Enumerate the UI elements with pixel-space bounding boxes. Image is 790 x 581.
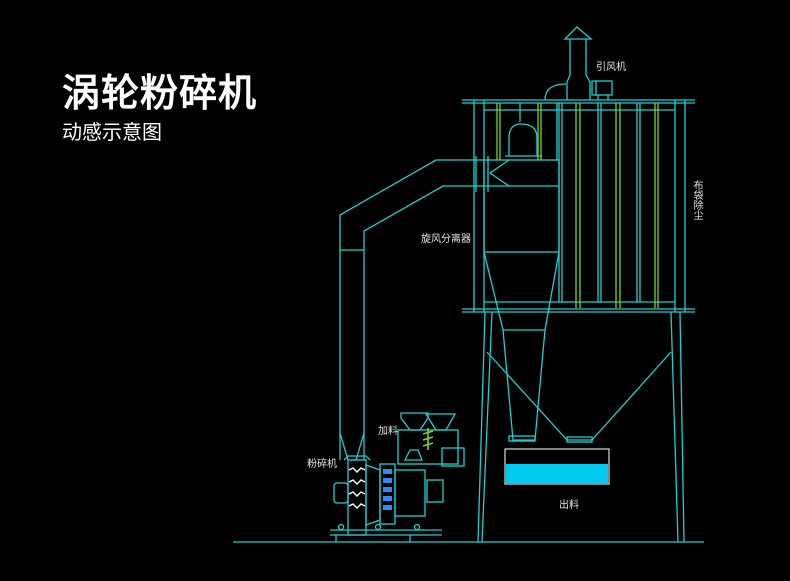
label-pulverizer: 粉碎机 xyxy=(307,459,337,470)
label-feeding: 加料 xyxy=(378,426,398,437)
label-induced-fan: 引风机 xyxy=(596,62,626,73)
cyclone-separator xyxy=(475,123,560,442)
page-subtitle: 动感示意图 xyxy=(62,120,162,144)
label-discharge: 出料 xyxy=(559,500,579,511)
pulverizer xyxy=(330,412,465,542)
label-cyclone-separator: 旋风分离器 xyxy=(421,234,471,245)
duct xyxy=(339,159,484,461)
hopper-structure xyxy=(477,311,685,543)
induced-fan xyxy=(544,26,613,101)
pulverizer-rotor xyxy=(348,467,366,509)
page-title: 涡轮粉碎机 xyxy=(62,71,258,115)
label-bag-dust-collector: 布袋除尘 xyxy=(691,180,702,220)
motor-vents xyxy=(383,469,392,510)
filter-bags xyxy=(496,103,659,308)
feed-screw xyxy=(422,428,434,450)
discharge-bin xyxy=(504,448,610,485)
bag-dust-collector xyxy=(462,99,695,313)
